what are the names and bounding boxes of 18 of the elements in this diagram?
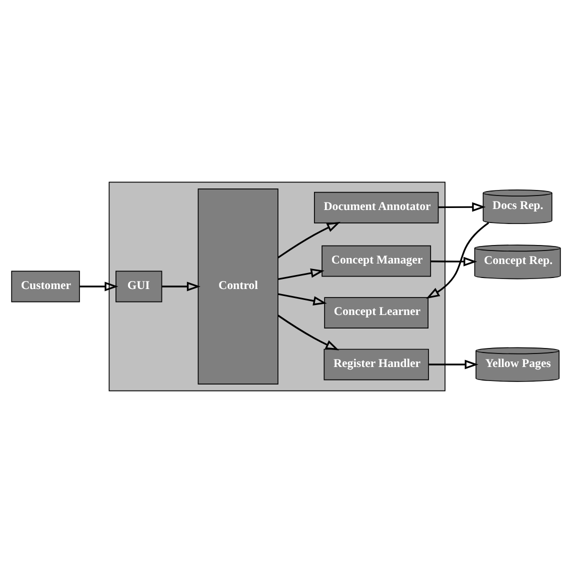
node-box: Document Annotator bbox=[314, 192, 439, 224]
arrow bbox=[278, 314, 340, 350]
node-box: GUI bbox=[116, 270, 162, 302]
arrow bbox=[278, 222, 340, 258]
node-box: Register Handler bbox=[324, 348, 429, 380]
arrow bbox=[428, 360, 478, 370]
arrow bbox=[162, 282, 201, 292]
arrow bbox=[278, 268, 324, 280]
cluster bbox=[108, 182, 446, 392]
node-box: Concept Learner bbox=[324, 297, 428, 328]
arrow bbox=[430, 256, 478, 266]
arrow bbox=[438, 202, 486, 212]
node-box: Customer bbox=[11, 270, 80, 302]
arrow bbox=[278, 293, 327, 306]
node-box: Concept Manager bbox=[322, 245, 432, 277]
arrow bbox=[426, 222, 490, 299]
arrow bbox=[80, 282, 118, 292]
node-box: Control bbox=[198, 188, 278, 384]
